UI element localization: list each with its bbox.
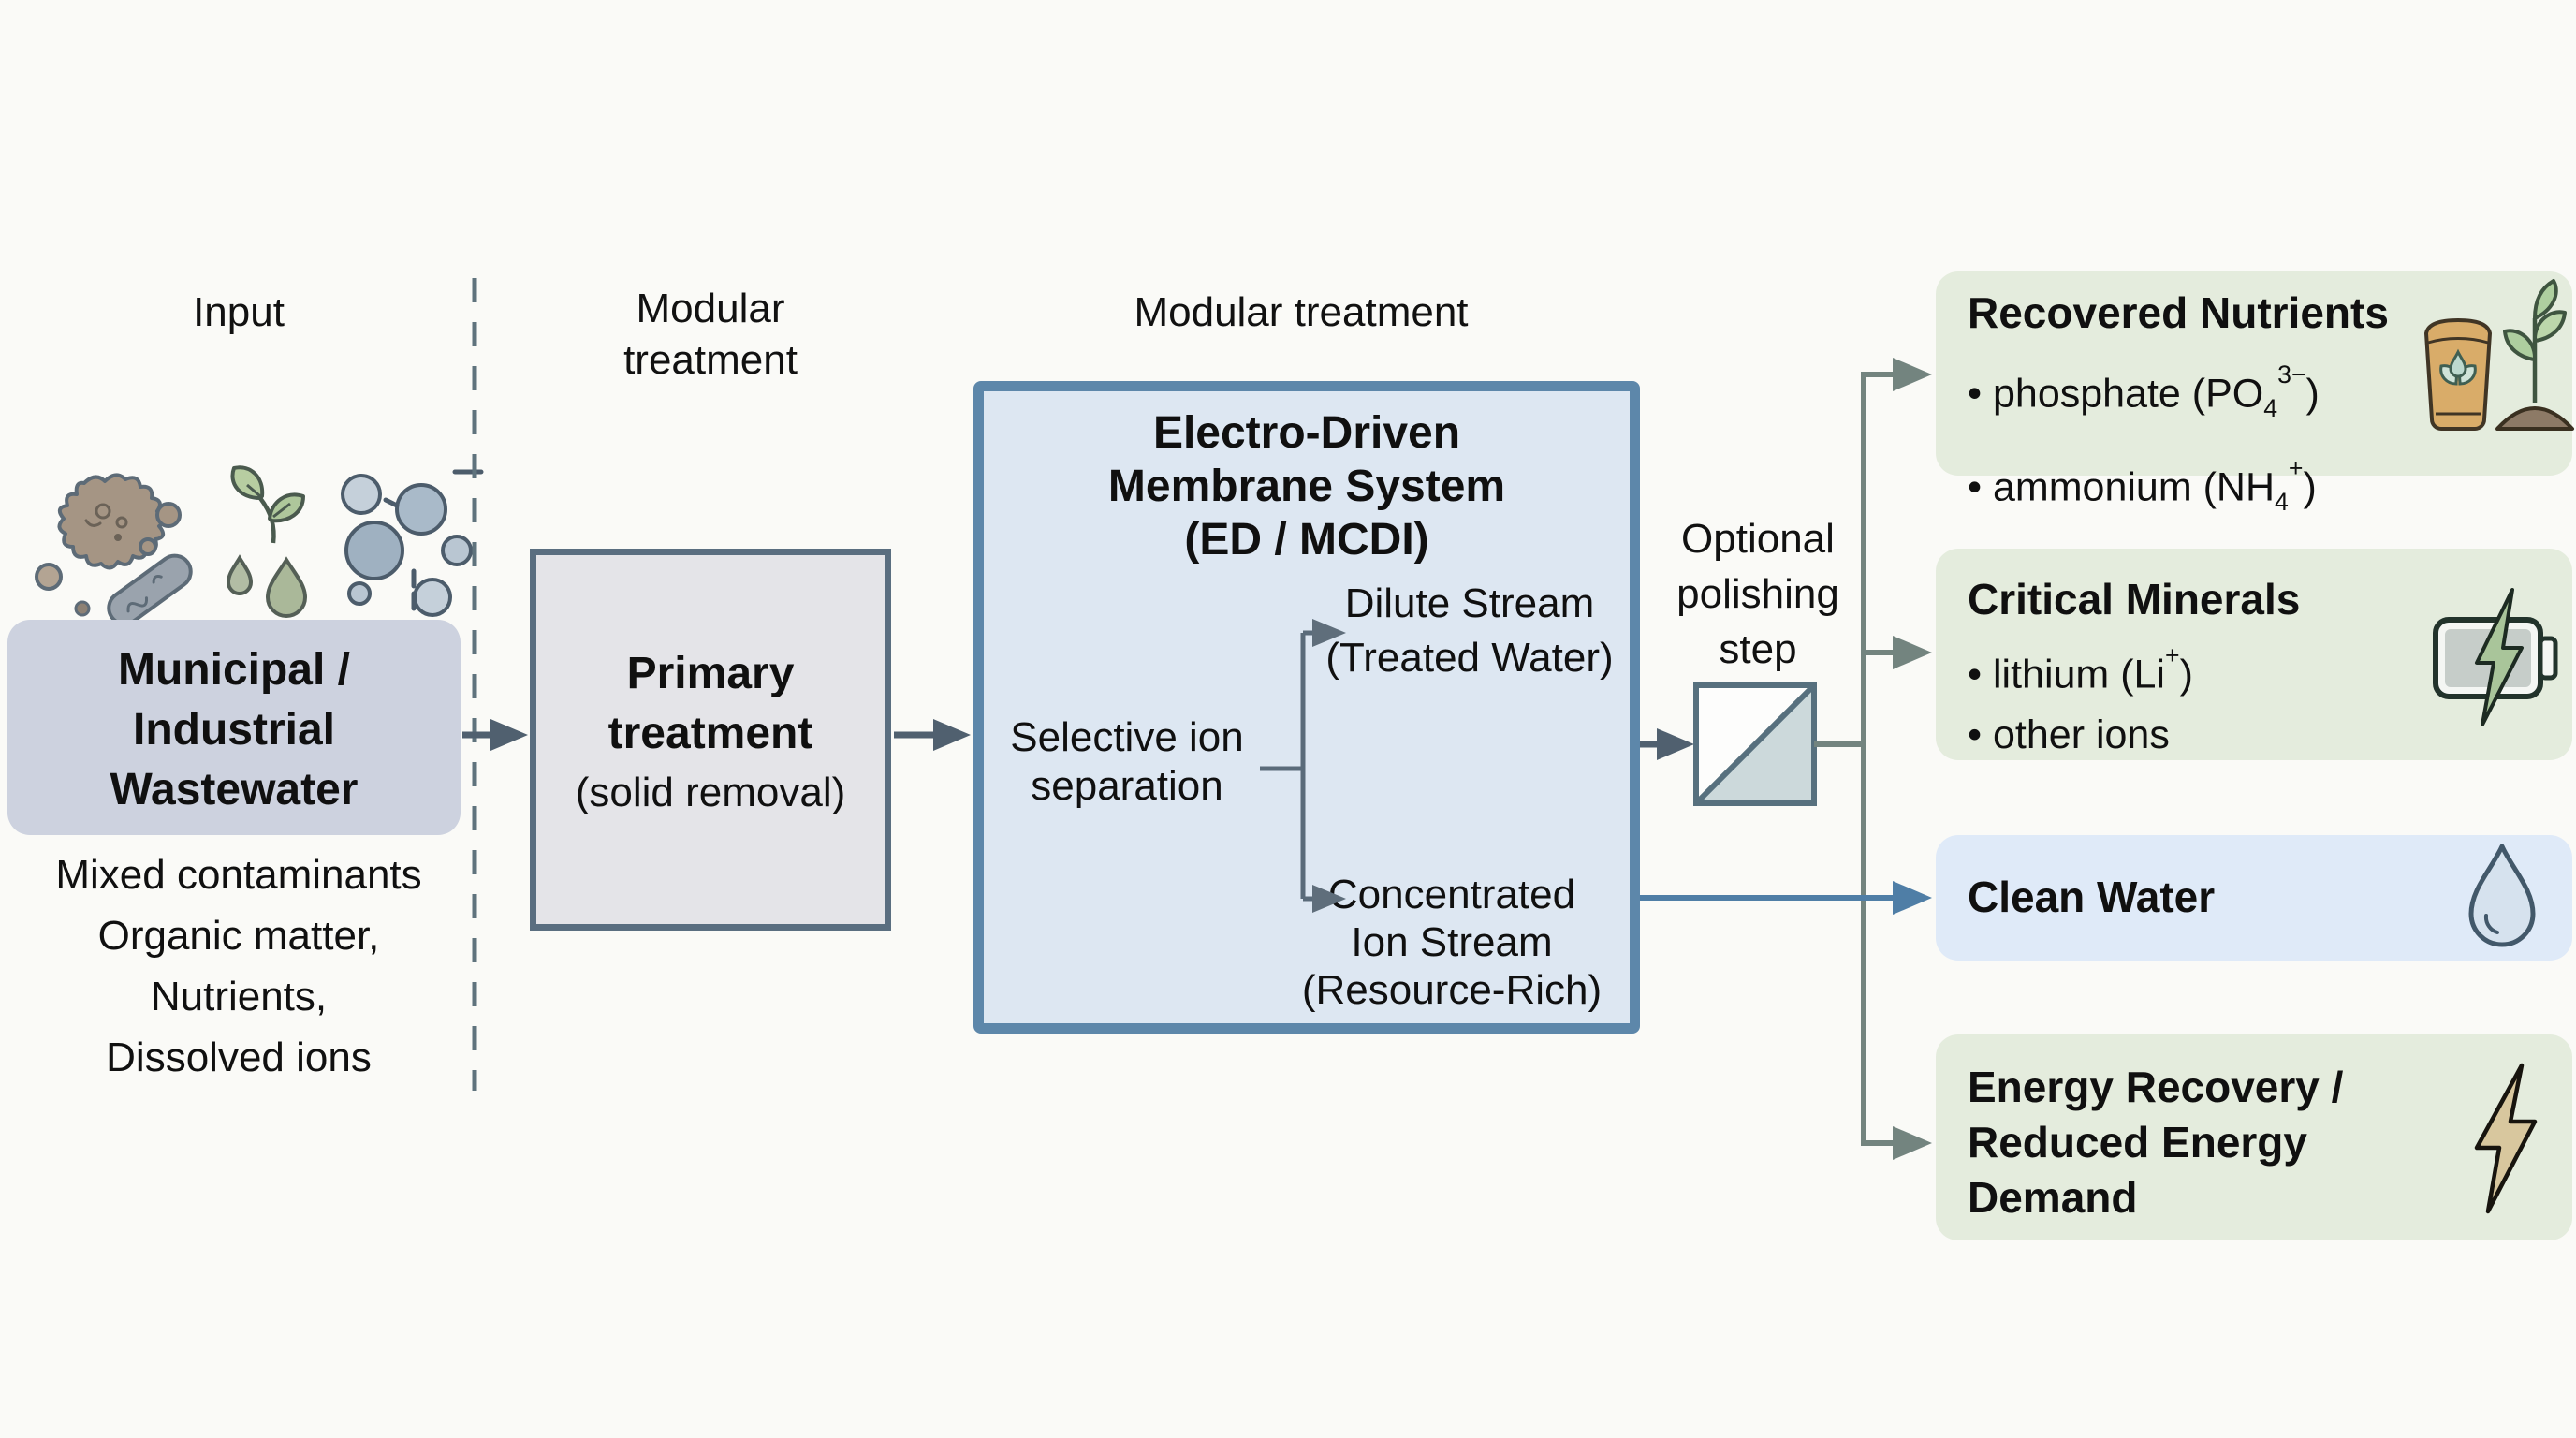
dilute-stream-label: Dilute Stream (Treated Water)	[1325, 580, 1614, 681]
input-column-label: Input	[193, 289, 285, 335]
water-drop-icon	[2468, 844, 2536, 947]
membrane-module-symbol	[1693, 682, 1817, 806]
caption-line: Organic matter,	[97, 913, 380, 959]
caption-line: Nutrients,	[150, 974, 328, 1020]
bullet-lithium: • lithium (Li+)	[1968, 641, 2193, 697]
primary-treatment-box	[530, 549, 891, 931]
primary-treatment-subtitle: (solid removal)	[575, 770, 846, 815]
optional-polishing-label: Optional polishing step	[1676, 516, 1839, 672]
source-title-line: Municipal /	[117, 645, 350, 695]
stream-split-bracket	[1260, 619, 1346, 913]
concentrated-stream-label: Concentrated Ion Stream (Resource-Rich)	[1301, 872, 1603, 1013]
nutrients-icon	[226, 465, 308, 618]
caption-line: Dissolved ions	[106, 1034, 372, 1080]
municipal-wastewater-title: Municipal / Industrial Wastewater	[7, 640, 461, 820]
selective-ion-separation-label: Selective ion separation	[1010, 714, 1244, 809]
flow-arrow-primary-to-membrane	[894, 719, 971, 751]
concentrated-branch-arrowhead	[1312, 885, 1346, 913]
membrane-title-line: Electro-Driven	[1152, 408, 1461, 458]
bullet-phosphate: • phosphate (PO43−)	[1968, 360, 2320, 422]
recovered-nutrients-bullets: • phosphate (PO43−) • ammonium (NH4+)	[1968, 345, 2436, 532]
microbes-icon	[35, 473, 193, 626]
seedling-icon	[2496, 279, 2574, 431]
branch-arrow-nutrients	[1861, 358, 1932, 391]
fertilizer-bag-icon	[2424, 318, 2492, 431]
source-title-line: Industrial	[132, 705, 336, 755]
dilute-branch-arrowhead	[1312, 619, 1346, 647]
modular-treatment-membrane-label: Modular treatment	[1134, 289, 1469, 335]
bullet-other-ions: • other ions	[1968, 712, 2170, 757]
flow-arrow-clean-water	[1640, 881, 1932, 915]
membrane-system-box	[973, 381, 1640, 1034]
bullet-ammonium: • ammonium (NH4+)	[1968, 453, 2317, 516]
input-contaminants-caption: Mixed contaminants Organic matter, Nutri…	[0, 844, 477, 1088]
recovered-nutrients-title: Recovered Nutrients	[1968, 288, 2389, 337]
energy-recovery-title: Energy Recovery / Reduced Energy Demand	[1968, 1063, 2344, 1222]
membrane-title-line: (ED / MCDI)	[1184, 515, 1429, 565]
primary-treatment-title: Primary treatment	[607, 649, 813, 758]
ions-icon	[341, 469, 484, 617]
modular-treatment-primary-label: Modular treatment	[623, 286, 798, 383]
flow-arrow-source-to-primary	[462, 719, 528, 751]
membrane-system-title: Electro-Driven Membrane System (ED / MCD…	[984, 406, 1630, 566]
critical-minerals-title: Critical Minerals	[1968, 575, 2301, 624]
energy-recovery-box	[1936, 1034, 2572, 1240]
caption-line: Mixed contaminants	[55, 852, 422, 898]
battery-icon	[2433, 588, 2558, 726]
municipal-wastewater-box	[7, 620, 461, 835]
membrane-title-line: Membrane System	[1107, 462, 1506, 511]
source-title-line: Wastewater	[110, 765, 359, 814]
flow-arrow-membrane-to-polishing	[1640, 728, 1694, 760]
lightning-bolt-icon	[2474, 1063, 2538, 1214]
critical-minerals-bullets: • lithium (Li+) • other ions	[1968, 625, 2436, 765]
branch-arrow-energy	[1861, 1126, 1932, 1160]
clean-water-box	[1936, 835, 2572, 961]
clean-water-title: Clean Water	[1968, 873, 2216, 921]
branch-arrow-minerals	[1864, 636, 1932, 669]
